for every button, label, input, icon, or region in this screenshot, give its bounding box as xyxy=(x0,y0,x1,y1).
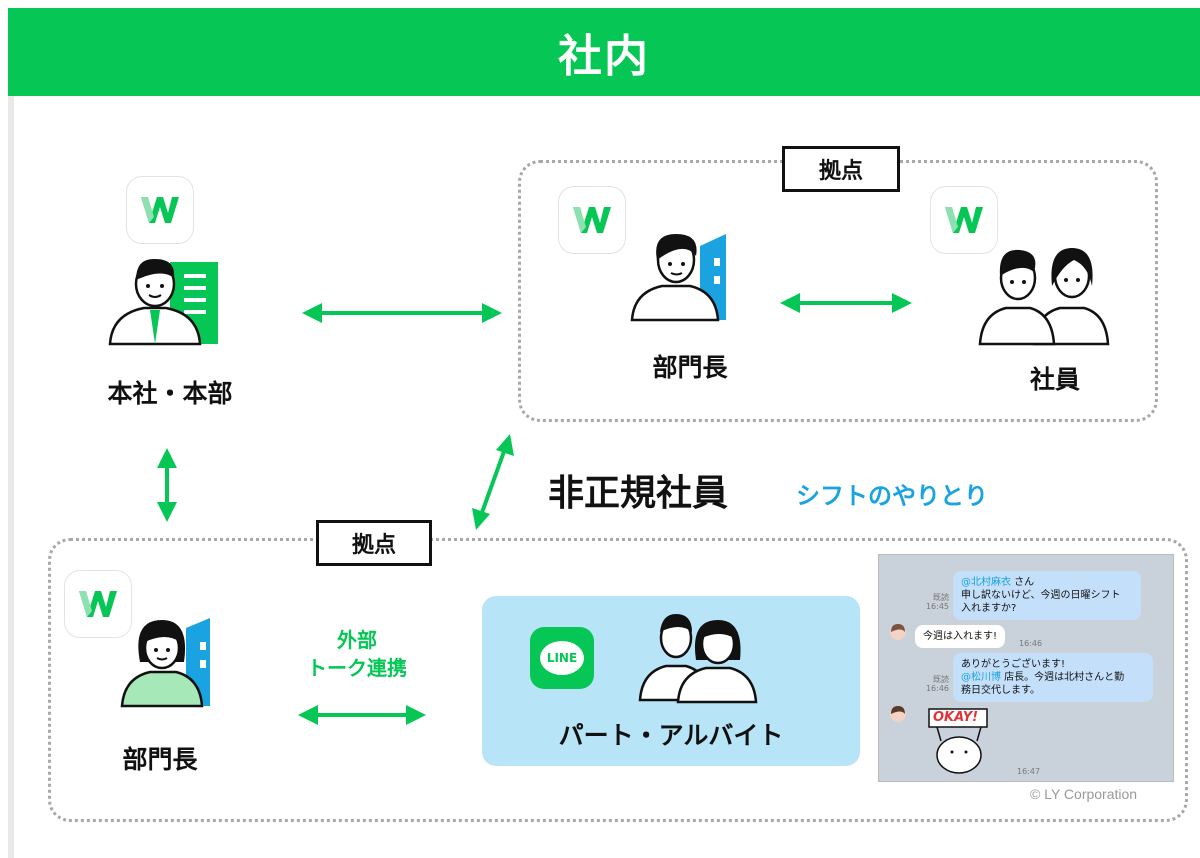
branch-tag-bottom: 拠点 xyxy=(316,520,432,566)
okay-sticker xyxy=(928,708,988,774)
double-arrow-icon xyxy=(780,293,912,313)
external-talk-label: 外部 トーク連携 xyxy=(292,626,422,682)
branch-bottom-manager-label: 部門長 xyxy=(122,745,198,774)
chat-message-2-time: 16:46 xyxy=(1019,639,1043,648)
sticker-text: OKAY! xyxy=(933,710,979,725)
branch-group-bottom xyxy=(48,538,1188,822)
part-time-staff-icon xyxy=(638,614,758,704)
chat-message-1-mention: @北村麻衣 xyxy=(961,577,1011,588)
employees-icon xyxy=(978,248,1110,346)
branch-top-manager-label: 部門長 xyxy=(652,353,728,382)
part-time-label: パート・アルバイト xyxy=(558,721,784,750)
hq-person-icon xyxy=(108,258,218,346)
line-app-icon: LINE xyxy=(530,627,594,689)
double-arrow-icon xyxy=(302,303,502,323)
avatar xyxy=(890,624,906,640)
employees-label: 社員 xyxy=(1029,365,1080,394)
title-banner: 社内 xyxy=(8,8,1200,96)
chat-message-2: 今週は入れます! xyxy=(915,625,1006,648)
chat-message-3-mention: @松川博 xyxy=(961,672,1001,683)
double-arrow-icon xyxy=(298,705,426,725)
hq-label: 本社・本部 xyxy=(107,379,233,408)
non-regular-heading: 非正規社員 xyxy=(548,473,729,514)
chat-message-3: ありがとうございます! @松川博 店長。今週は北村さんと勤 務日交代します。 xyxy=(953,653,1153,702)
page-title: 社内 xyxy=(558,31,650,82)
shift-exchange-heading: シフトのやりとり xyxy=(796,482,988,510)
line-works-app-icon xyxy=(558,186,626,254)
branch-manager-female-icon xyxy=(120,618,210,708)
double-arrow-icon xyxy=(472,434,514,530)
branch-manager-icon xyxy=(630,234,726,322)
avatar xyxy=(890,706,906,722)
copyright-text: © LY Corporation xyxy=(1030,786,1138,802)
external-talk-line2: トーク連携 xyxy=(307,656,407,680)
line-works-app-icon xyxy=(126,176,194,244)
chat-message-4-time: 16:47 xyxy=(1017,767,1041,776)
line-app-badge-text: LINE xyxy=(540,641,584,675)
line-works-app-icon xyxy=(64,570,132,638)
external-talk-line1: 外部 xyxy=(337,628,377,652)
double-arrow-icon xyxy=(157,448,177,522)
chat-message-1: @北村麻衣 さん 申し訳ないけど、今週の日曜シフト 入れますか? xyxy=(953,571,1141,620)
line-works-app-icon xyxy=(930,186,998,254)
branch-tag-top: 拠点 xyxy=(782,146,900,192)
